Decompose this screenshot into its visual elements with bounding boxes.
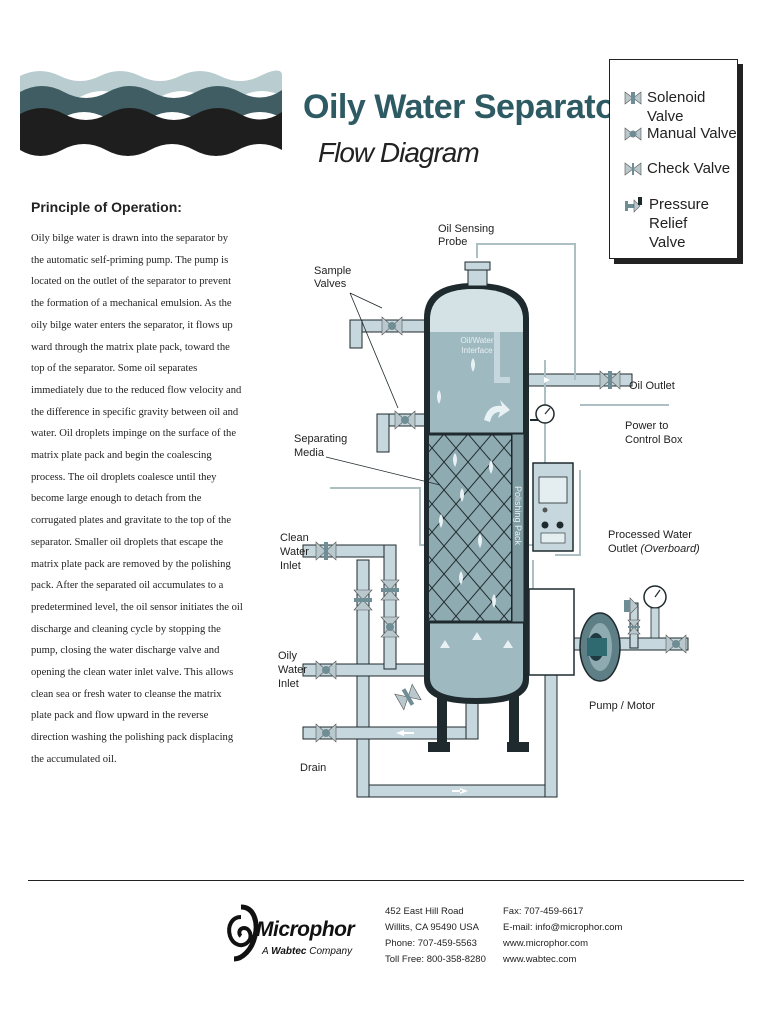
principle-body: Oily bilge water is drawn into the separ… [31, 233, 243, 765]
label-sample-2: Valves [314, 278, 347, 290]
leader-lines [325, 292, 441, 486]
vertical-valve-3 [380, 616, 400, 638]
label-pump-motor: Pump / Motor [589, 700, 655, 712]
tank-leg [437, 696, 447, 752]
label-oil-sensing-1: Oil Sensing [438, 223, 494, 235]
valve-legend: Solenoid Valve Manual Valve Check Valve … [609, 59, 738, 259]
processed-outlet-valve [665, 634, 687, 654]
bottom-drain-valve [394, 683, 422, 711]
microphor-logo-icon [227, 904, 259, 962]
sample-valve-lower [394, 410, 416, 430]
legend-label-manual: Manual Valve [647, 125, 737, 142]
label-processed-1: Processed Water [608, 529, 692, 541]
brand-subtitle: A Wabtec Company [262, 946, 353, 957]
pump-outlet-check-valve [627, 619, 641, 635]
legend-label-relief: Pressure Relief Valve [649, 196, 710, 251]
label-power-2: Control Box [625, 434, 683, 446]
legend-item-solenoid: Solenoid Valve [624, 88, 737, 126]
valves [315, 316, 687, 743]
label-clean-1: Clean [280, 532, 309, 544]
legend-label-solenoid: Solenoid Valve [647, 89, 706, 125]
principle-heading: Principle of Operation: [31, 199, 182, 215]
website-link[interactable]: www.wabtec.com [503, 954, 577, 965]
oil-outlet-valve [599, 370, 621, 390]
vertical-valve-1 [353, 589, 373, 611]
interface-label-1: Oil/Water [460, 336, 493, 345]
clean-water-inlet-valve [315, 541, 337, 561]
footer-address: 452 East Hill Road Willits, CA 95490 USA… [385, 904, 486, 968]
legend-item-manual: Manual Valve [624, 124, 737, 143]
label-sample-1: Sample [314, 265, 351, 277]
page-title: Oily Water Separator [303, 88, 629, 126]
label-power-1: Power to [625, 420, 668, 432]
label-oily-2: Water [278, 664, 307, 676]
label-oil-sensing-2: Probe [438, 236, 467, 248]
solenoid-valve-icon [624, 91, 642, 105]
address-line: 452 East Hill Road [385, 906, 464, 917]
pressure-relief-valve [624, 600, 630, 612]
label-oily-1: Oily [278, 650, 297, 662]
interface-label-2: Interface [461, 346, 493, 355]
legend-item-relief: Pressure Relief Valve [624, 195, 737, 252]
address-line: Willits, CA 95490 USA [385, 922, 479, 933]
polishing-pack [511, 433, 525, 623]
brand-name: Microphor [256, 918, 355, 941]
manual-valve-icon [624, 127, 642, 141]
footer-contact: Fax: 707-459-6617 E-mail: info@microphor… [503, 904, 622, 968]
drain-valve [315, 723, 337, 743]
header-wave-graphic [20, 70, 282, 156]
label-oily-3: Inlet [278, 678, 299, 690]
label-drain: Drain [300, 762, 326, 774]
pressure-relief-valve-icon [625, 197, 642, 213]
oil-droplets [437, 358, 496, 608]
check-valve-icon [624, 162, 642, 176]
phone: Phone: 707-459-5563 [385, 938, 477, 949]
sample-valve-upper [381, 316, 403, 336]
label-separating-2: Media [294, 447, 325, 459]
pump-motor-housing [528, 588, 575, 676]
matrix-plate-pack [427, 433, 513, 623]
legend-label-check: Check Valve [647, 160, 731, 177]
polishing-pack-label: Polishing Pack [513, 486, 523, 546]
flow-arrows-up [440, 632, 513, 648]
oily-water-inlet-valve [315, 660, 337, 680]
label-clean-2: Water [280, 546, 309, 558]
website-link[interactable]: www.microphor.com [503, 938, 588, 949]
footer-divider [28, 880, 744, 881]
toll-free: Toll Free: 800-358-8280 [385, 954, 486, 965]
legend-item-check: Check Valve [624, 159, 730, 178]
label-oil-outlet: Oil Outlet [629, 380, 675, 392]
tank-leg [509, 696, 519, 752]
label-processed-2: Outlet (Overboard) [608, 543, 700, 555]
email-link[interactable]: E-mail: info@microphor.com [503, 922, 623, 933]
vertical-valve-2 [380, 579, 400, 601]
label-separating-1: Separating [294, 433, 347, 445]
fax: Fax: 707-459-6617 [503, 906, 584, 917]
page-subtitle: Flow Diagram [318, 137, 480, 168]
pipe-flow-arrows [396, 377, 550, 794]
label-clean-3: Inlet [280, 560, 301, 572]
